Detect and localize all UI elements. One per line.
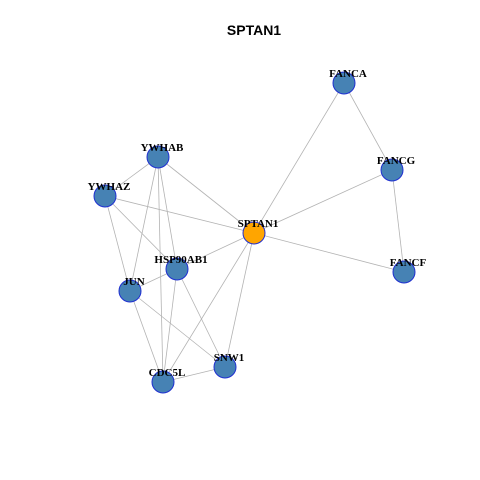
edge-sptan1-ywhaz — [104, 195, 255, 234]
node-label-fancg: FANCG — [377, 155, 416, 167]
node-jun — [118, 279, 142, 303]
edge-sptan1-cdc5l — [162, 232, 255, 383]
edge-sptan1-ywhab — [157, 156, 255, 234]
node-fancf — [392, 260, 416, 284]
edge-fanca-fancg — [343, 82, 393, 171]
node-ywhab — [146, 145, 170, 169]
node-sptan1 — [242, 221, 266, 245]
edge-ywhab-hsp90ab1 — [157, 156, 178, 270]
edge-fancg-fancf — [391, 169, 405, 273]
edge-sptan1-fancf — [253, 232, 405, 273]
node-layer — [93, 71, 416, 394]
edge-ywhaz-hsp90ab1 — [104, 195, 178, 270]
edge-sptan1-fancg — [253, 169, 393, 234]
edge-ywhaz-jun — [104, 195, 131, 292]
node-label-fancf: FANCF — [390, 257, 427, 269]
node-label-snw1: SNW1 — [214, 352, 245, 364]
edge-sptan1-hsp90ab1 — [176, 232, 255, 270]
node-fancg — [380, 158, 404, 182]
edge-ywhab-cdc5l — [157, 156, 164, 383]
edge-sptan1-fanca — [253, 82, 345, 234]
node-label-hsp90ab1: HSP90AB1 — [154, 254, 207, 266]
label-layer: SPTAN1 FANCA FANCG FANCF YWHAB YWHAZ HSP90AB1J… — [88, 68, 427, 379]
node-label-sptan1: SPTAN1 — [238, 218, 279, 230]
node-hsp90ab1 — [165, 257, 189, 281]
edge-hsp90ab1-cdc5l — [162, 268, 178, 383]
graph-title: SPTAN1 — [227, 22, 281, 38]
node-ywhaz — [93, 184, 117, 208]
node-cdc5l — [151, 370, 175, 394]
node-label-cdc5l: CDC5L — [149, 367, 186, 379]
node-label-fanca: FANCA — [329, 68, 367, 80]
edge-hsp90ab1-snw1 — [176, 268, 226, 368]
edge-jun-cdc5l — [129, 290, 164, 383]
edge-jun-snw1 — [129, 290, 226, 368]
node-snw1 — [213, 355, 237, 379]
node-fanca — [332, 71, 356, 95]
edge-ywhab-jun — [129, 156, 159, 292]
node-label-jun: JUN — [123, 276, 144, 288]
node-label-ywhaz: YWHAZ — [88, 181, 131, 193]
node-label-ywhab: YWHAB — [141, 142, 184, 154]
edge-sptan1-snw1 — [224, 232, 255, 368]
